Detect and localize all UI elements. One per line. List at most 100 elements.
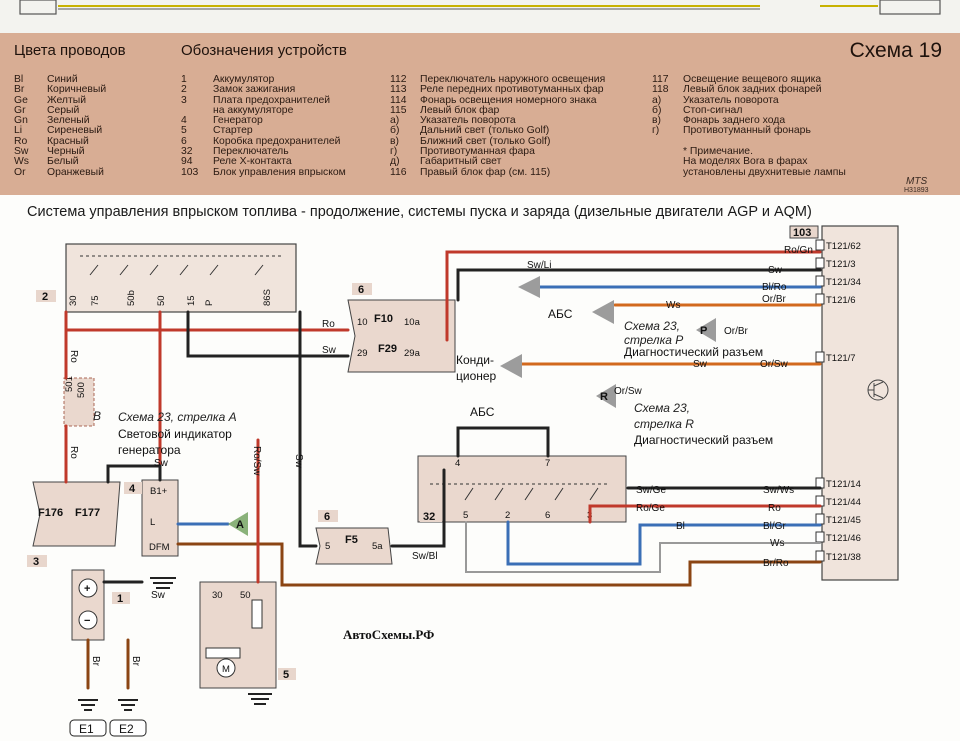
ecu-pin-label: T121/3 xyxy=(826,259,856,270)
wire-color-code: Ro xyxy=(14,135,28,147)
starter-coil-icon xyxy=(205,647,241,659)
device-number: 1 xyxy=(181,74,187,85)
ecu-pin-connector xyxy=(815,275,825,287)
switch-pin-label: 7 xyxy=(545,458,550,469)
device-name: Габаритный свет xyxy=(420,156,502,168)
wire-color-name: Серый xyxy=(47,104,80,116)
starter-tag-box xyxy=(278,668,296,680)
switch-pin-label: 2 xyxy=(505,510,510,521)
device-name: на аккумуляторе xyxy=(213,104,294,116)
device-name: Переключатель наружного освещения xyxy=(420,74,606,85)
wire-ro-sw xyxy=(158,310,260,584)
label-bl-gr: Bl/Gr xyxy=(763,521,786,532)
label-or-sw: Or/Sw xyxy=(760,359,789,370)
device-name: Стартер xyxy=(213,125,253,137)
relay-pin-500: 500 xyxy=(76,382,87,398)
device-name: Указатель поворота xyxy=(420,115,516,127)
ecu-pin-connector xyxy=(815,257,825,269)
generator-tag: 4 xyxy=(129,483,136,495)
mts-logo: MTS xyxy=(906,176,928,187)
device-number: 114 xyxy=(390,94,407,106)
wire-color-code: Ge xyxy=(14,94,28,106)
device-name: Противотуманный фонарь xyxy=(683,125,811,137)
starter xyxy=(199,581,277,689)
switch-tag: 32 xyxy=(423,511,435,523)
label-ro-ecu: Ro xyxy=(768,503,781,514)
label-sw-gen: Sw xyxy=(154,458,169,469)
fuse-box-top-tag: 6 xyxy=(358,284,364,296)
arrow-a: A xyxy=(236,519,244,531)
device-number: 103 xyxy=(181,166,199,178)
device-number: а) xyxy=(390,115,400,127)
starter-solenoid-icon xyxy=(251,599,263,629)
wire-color-name: Оранжевый xyxy=(47,166,104,178)
label-sw-battery: Sw xyxy=(151,590,166,601)
wire-abs-loop xyxy=(456,426,550,458)
device-number: 2 xyxy=(181,84,187,96)
label-sw-ge: Sw/Ge xyxy=(636,485,666,496)
battery-minus-icon xyxy=(78,610,98,630)
label-sw-li: Sw/Li xyxy=(527,260,551,271)
ecu-pin-label: T121/44 xyxy=(826,497,861,508)
battery-fuse-board xyxy=(32,481,121,547)
label-or-br: Or/Br xyxy=(762,294,787,305)
battery-plus-icon xyxy=(78,578,98,598)
device-number: г) xyxy=(652,125,660,137)
device-number: 112 xyxy=(390,74,407,85)
fuse-box-bottom xyxy=(315,527,393,565)
label-scheme23r-1: Схема 23, xyxy=(634,401,690,415)
device-name: Блок управления впрыском xyxy=(213,166,346,178)
arrow-p: P xyxy=(700,325,707,337)
label-sw-bl: Sw/Bl xyxy=(412,551,438,562)
device-number: 117 xyxy=(652,74,669,85)
label-cond-2: ционер xyxy=(456,369,497,383)
fuse-f177: F177 xyxy=(75,507,100,519)
fuse-f10: F10 xyxy=(374,313,393,325)
device-name: Левый блок задних фонарей xyxy=(683,84,822,96)
device-name: * Примечание. xyxy=(683,146,753,158)
generator-tag-box xyxy=(124,482,142,494)
ecu-pin-label: T121/62 xyxy=(826,241,861,252)
label-scheme23p-2: стрелка P xyxy=(624,333,683,347)
ecu-pin-connector xyxy=(815,531,825,543)
fuse-box-bottom-tag: 6 xyxy=(324,511,330,523)
label-br-ro: Br/Ro xyxy=(763,558,789,569)
wire-sw-bl xyxy=(298,310,446,548)
device-number: г) xyxy=(390,146,398,158)
fuse-box-bottom-tag-box xyxy=(318,510,338,522)
label-or-br-arrow: Or/Br xyxy=(724,326,749,337)
wire-color-name: Желтый xyxy=(47,94,86,106)
wire-color-code: Br xyxy=(14,84,25,96)
generator-pin-l: L xyxy=(150,517,155,528)
device-number: в) xyxy=(652,115,661,127)
device-name: Замок зажигания xyxy=(213,84,296,96)
fuse-box-top xyxy=(347,299,456,373)
device-number: 5 xyxy=(181,125,187,137)
device-number: 32 xyxy=(181,146,193,158)
wire-color-name: Зеленый xyxy=(47,115,90,127)
wire-ro-gn xyxy=(445,250,822,342)
wire-br-ro xyxy=(176,542,822,587)
device-name: Фонарь заднего хода xyxy=(683,115,786,127)
wire-color-name: Синий xyxy=(47,74,78,85)
relay-label-b: B xyxy=(93,409,101,423)
switch-tag-box xyxy=(420,510,442,522)
label-abs-1: АБС xyxy=(548,307,573,321)
diagram-title: Система управления впрыском топлива - пр… xyxy=(27,204,812,220)
label-sw-ws: Sw/Ws xyxy=(763,485,794,496)
battery-tag: 1 xyxy=(117,593,123,605)
wire-color-code: Gr xyxy=(14,104,26,116)
device-name: На моделях Bora в фарах xyxy=(683,156,808,168)
device-name: Ближний свет (только Golf) xyxy=(420,135,551,147)
device-name: Аккумулятор xyxy=(213,74,275,85)
generator-pin-dfm: DFM xyxy=(149,542,170,553)
wire-sw-gen xyxy=(106,464,162,484)
starter-pin-50: 50 xyxy=(240,590,251,601)
motor-icon xyxy=(216,658,236,678)
device-number: 118 xyxy=(652,84,669,96)
label-ro-vertical: Ro xyxy=(68,350,79,363)
wire-color-name: Сиреневый xyxy=(47,125,103,137)
